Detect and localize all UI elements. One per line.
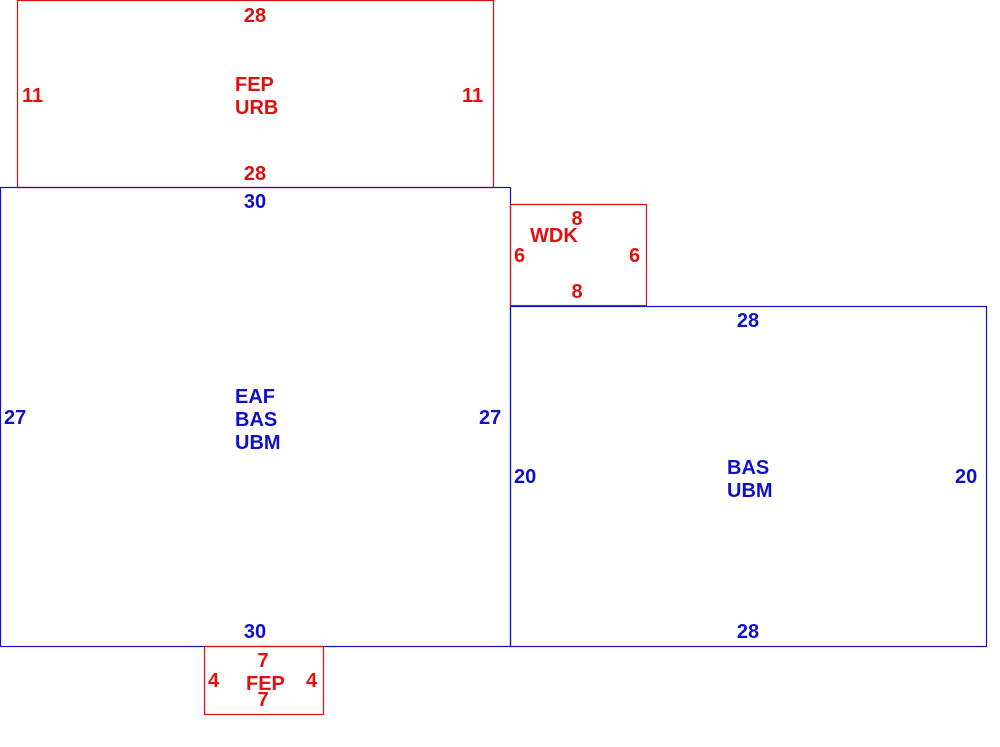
section-bas-ubm-top-dimension: 28	[737, 310, 759, 332]
section-fep-small-top-dimension: 7	[257, 650, 268, 672]
section-wdk-bottom-dimension: 8	[571, 281, 582, 303]
section-fep-urb-left-dimension: 11	[22, 85, 43, 107]
section-bas-ubm-right-dimension: 20	[955, 466, 977, 488]
section-fep-small: 7 7 4 4 FEP	[203, 645, 325, 716]
section-eaf-bas-ubm-top-dimension: 30	[244, 191, 266, 213]
section-fep-urb-right-dimension: 11	[462, 85, 483, 107]
section-fep-small-bottom-dimension: 7	[257, 689, 268, 711]
section-wdk-code-1: WDK	[530, 225, 578, 247]
section-fep-urb: 28 28 11 11 FEP URB	[16, 0, 495, 189]
section-wdk-top-dimension: 8	[571, 208, 582, 230]
section-bas-ubm-left-dimension: 20	[514, 466, 536, 488]
section-eaf-bas-ubm-code-1: EAF	[235, 386, 275, 408]
section-fep-small-code-1: FEP	[246, 673, 285, 695]
section-fep-urb-code-1: FEP	[235, 74, 274, 96]
section-eaf-bas-ubm-left-dimension: 27	[4, 407, 26, 429]
section-wdk-left-dimension: 6	[514, 245, 525, 267]
section-eaf-bas-ubm: 30 30 27 27 EAF BAS UBM	[0, 186, 512, 648]
section-bas-ubm-bottom-dimension: 28	[737, 621, 759, 643]
section-fep-small-outline	[203, 645, 325, 716]
section-wdk-outline	[509, 203, 648, 307]
section-fep-urb-top-dimension: 28	[244, 5, 266, 27]
section-fep-urb-bottom-dimension: 28	[244, 163, 266, 185]
section-fep-small-right-dimension: 4	[306, 670, 318, 692]
section-bas-ubm: 28 28 20 20 BAS UBM	[509, 305, 988, 648]
section-wdk-right-dimension: 6	[629, 245, 640, 267]
section-bas-ubm-code-1: BAS	[727, 457, 769, 479]
section-eaf-bas-ubm-bottom-dimension: 30	[244, 621, 266, 643]
section-bas-ubm-outline	[509, 305, 988, 648]
section-eaf-bas-ubm-code-3: UBM	[235, 432, 281, 454]
section-eaf-bas-ubm-right-dimension: 27	[479, 407, 501, 429]
section-wdk: 8 8 6 6 WDK	[509, 203, 648, 307]
section-fep-small-left-dimension: 4	[208, 670, 220, 692]
section-bas-ubm-code-2: UBM	[727, 480, 773, 502]
section-eaf-bas-ubm-code-2: BAS	[235, 409, 277, 431]
section-fep-urb-code-2: URB	[235, 97, 278, 119]
